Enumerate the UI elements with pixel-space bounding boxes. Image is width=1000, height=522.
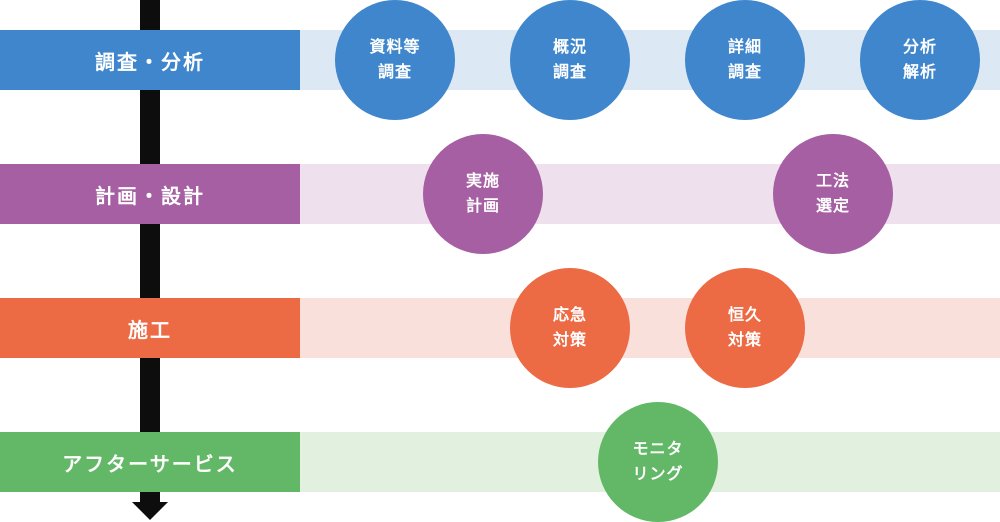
step-line1: 工法 <box>815 171 850 191</box>
stage-label-planning: 計画・設計 <box>0 164 300 224</box>
stage-label-after-service: アフターサービス <box>0 432 300 492</box>
step-circle-method-selection: 工法 選定 <box>773 134 893 254</box>
step-line1: 資料等 <box>369 37 421 57</box>
stage-label-text: 調査・分析 <box>95 49 205 74</box>
timeline-arrow-shaft <box>140 0 160 505</box>
construction-band <box>300 298 1000 358</box>
step-circle-implementation-plan: 実施 計画 <box>423 134 543 254</box>
stage-label-survey: 調査・分析 <box>0 30 300 90</box>
planning-band <box>300 164 1000 224</box>
step-line1: 概況 <box>552 37 587 57</box>
step-line2: 計画 <box>465 196 500 215</box>
step-circle-analysis: 分析 解析 <box>860 0 980 120</box>
step-line1: モニタ <box>632 439 684 459</box>
step-circle-document-survey: 資料等 調査 <box>335 0 455 120</box>
stage-label-construction: 施工 <box>0 298 300 358</box>
step-line1: 応急 <box>552 305 587 325</box>
step-line1: 実施 <box>465 171 500 191</box>
step-line2: リング <box>632 464 684 483</box>
step-line2: 解析 <box>902 62 937 81</box>
step-line1: 分析 <box>902 37 937 57</box>
step-line2: 調査 <box>727 62 762 81</box>
step-line1: 詳細 <box>727 37 762 57</box>
step-line2: 対策 <box>552 330 587 349</box>
stage-label-text: アフターサービス <box>62 451 238 476</box>
step-line2: 調査 <box>552 62 587 81</box>
timeline-arrow-head-icon <box>132 502 168 520</box>
step-line2: 選定 <box>815 196 850 215</box>
step-circle-permanent-measures: 恒久 対策 <box>685 268 805 388</box>
step-line2: 調査 <box>377 62 412 81</box>
step-circle-monitoring: モニタ リング <box>598 402 718 522</box>
step-line1: 恒久 <box>727 305 762 325</box>
step-line2: 対策 <box>727 330 762 349</box>
step-circle-emergency-measures: 応急 対策 <box>510 268 630 388</box>
step-circle-general-survey: 概況 調査 <box>510 0 630 120</box>
stage-label-text: 計画・設計 <box>95 183 205 208</box>
step-circle-detailed-survey: 詳細 調査 <box>685 0 805 120</box>
stage-label-text: 施工 <box>128 317 172 342</box>
